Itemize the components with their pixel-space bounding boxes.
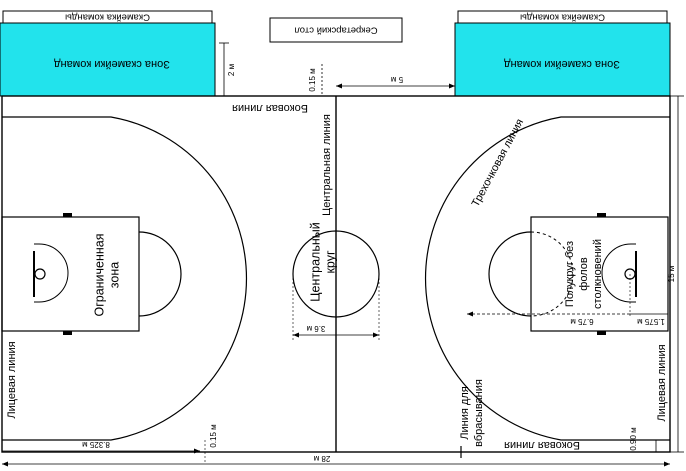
center-circle-label-2: круг xyxy=(323,250,337,274)
dim-three-point-radius-label: 6.75 м xyxy=(570,317,593,326)
team-bench-right-label: Скамейка команды xyxy=(520,11,605,22)
dim-court-width-label: 15 м xyxy=(667,266,676,283)
dim-arrow xyxy=(336,83,342,89)
dim-arrow xyxy=(467,311,473,317)
basket-left xyxy=(34,268,46,280)
no-charge-arc-left xyxy=(34,243,69,303)
sideline-label-bottom: Боковая линия xyxy=(504,439,580,451)
endline-label-right: Лицевая линия xyxy=(656,344,668,421)
dim-three-point-length-label: 8.325 м xyxy=(82,440,110,449)
dim-arrow xyxy=(194,448,200,454)
dim-arrow xyxy=(2,461,8,467)
bench-zone-left xyxy=(0,22,216,97)
dim-arrow xyxy=(293,332,299,338)
bench-zone-left-label: Зона скамейки команд xyxy=(54,58,170,70)
free-throw-arc-right xyxy=(488,231,532,317)
no-charge-arc-right xyxy=(601,243,636,303)
free-throw-arc-left xyxy=(138,231,182,317)
dim-table-gap-label: 0.15 м xyxy=(308,68,317,91)
team-bench-left xyxy=(2,10,213,24)
bench-zone-right-label: Зона скамейки команд xyxy=(504,58,620,70)
lane-mark-right-top xyxy=(597,213,606,217)
no-charge-label-3: столкновений xyxy=(592,239,604,309)
dim-bench-depth-label: 2 м xyxy=(227,64,236,76)
lane-mark-left-top xyxy=(63,213,72,217)
dim-court-length-label: 28 м xyxy=(314,454,331,463)
endline-label-left: Лицевая линия xyxy=(6,341,18,418)
three-point-line-right xyxy=(425,116,670,441)
scorer-table-label: Секретарский стол xyxy=(294,24,377,35)
lane-mark-left-bottom xyxy=(63,331,72,335)
dim-center-diameter-label: 3.6 м xyxy=(307,324,326,333)
lane-mark-right-bottom xyxy=(597,331,606,335)
throw-in-label-2: вбрасывания xyxy=(473,379,485,447)
free-throw-arc-right-inner xyxy=(530,231,574,317)
no-charge-label-2: фолов xyxy=(578,257,590,291)
dim-three-point-gap-label: 0.15 м xyxy=(209,424,218,447)
three-point-line-left xyxy=(2,116,247,441)
throw-in-label-1: Линия для xyxy=(459,386,471,439)
dim-bench-dist-label: 5 м xyxy=(391,75,403,84)
dim-corner-gap-label: 0.90 м xyxy=(629,427,638,450)
bench-zone-right xyxy=(454,22,671,97)
dim-arrow xyxy=(664,461,670,467)
dim-arrow xyxy=(373,332,379,338)
center-line-label: Центральная линия xyxy=(321,114,333,216)
team-bench-right xyxy=(457,10,668,24)
dim-arrow xyxy=(449,83,455,89)
team-bench-left-label: Скамейка команды xyxy=(65,11,150,22)
restricted-zone-label-2: зона xyxy=(107,262,121,288)
sideline-label-top: Боковая линия xyxy=(232,102,308,114)
dim-basket-offset-label: 1.575 м xyxy=(637,317,665,326)
restricted-zone-label-1: Ограниченная xyxy=(92,233,106,316)
center-circle-label-1: Центральный xyxy=(308,222,322,301)
no-charge-label-1: Полукруг без xyxy=(564,241,576,307)
three-point-line-label: Трехочковая линия xyxy=(470,117,526,209)
scorer-table xyxy=(269,17,403,43)
